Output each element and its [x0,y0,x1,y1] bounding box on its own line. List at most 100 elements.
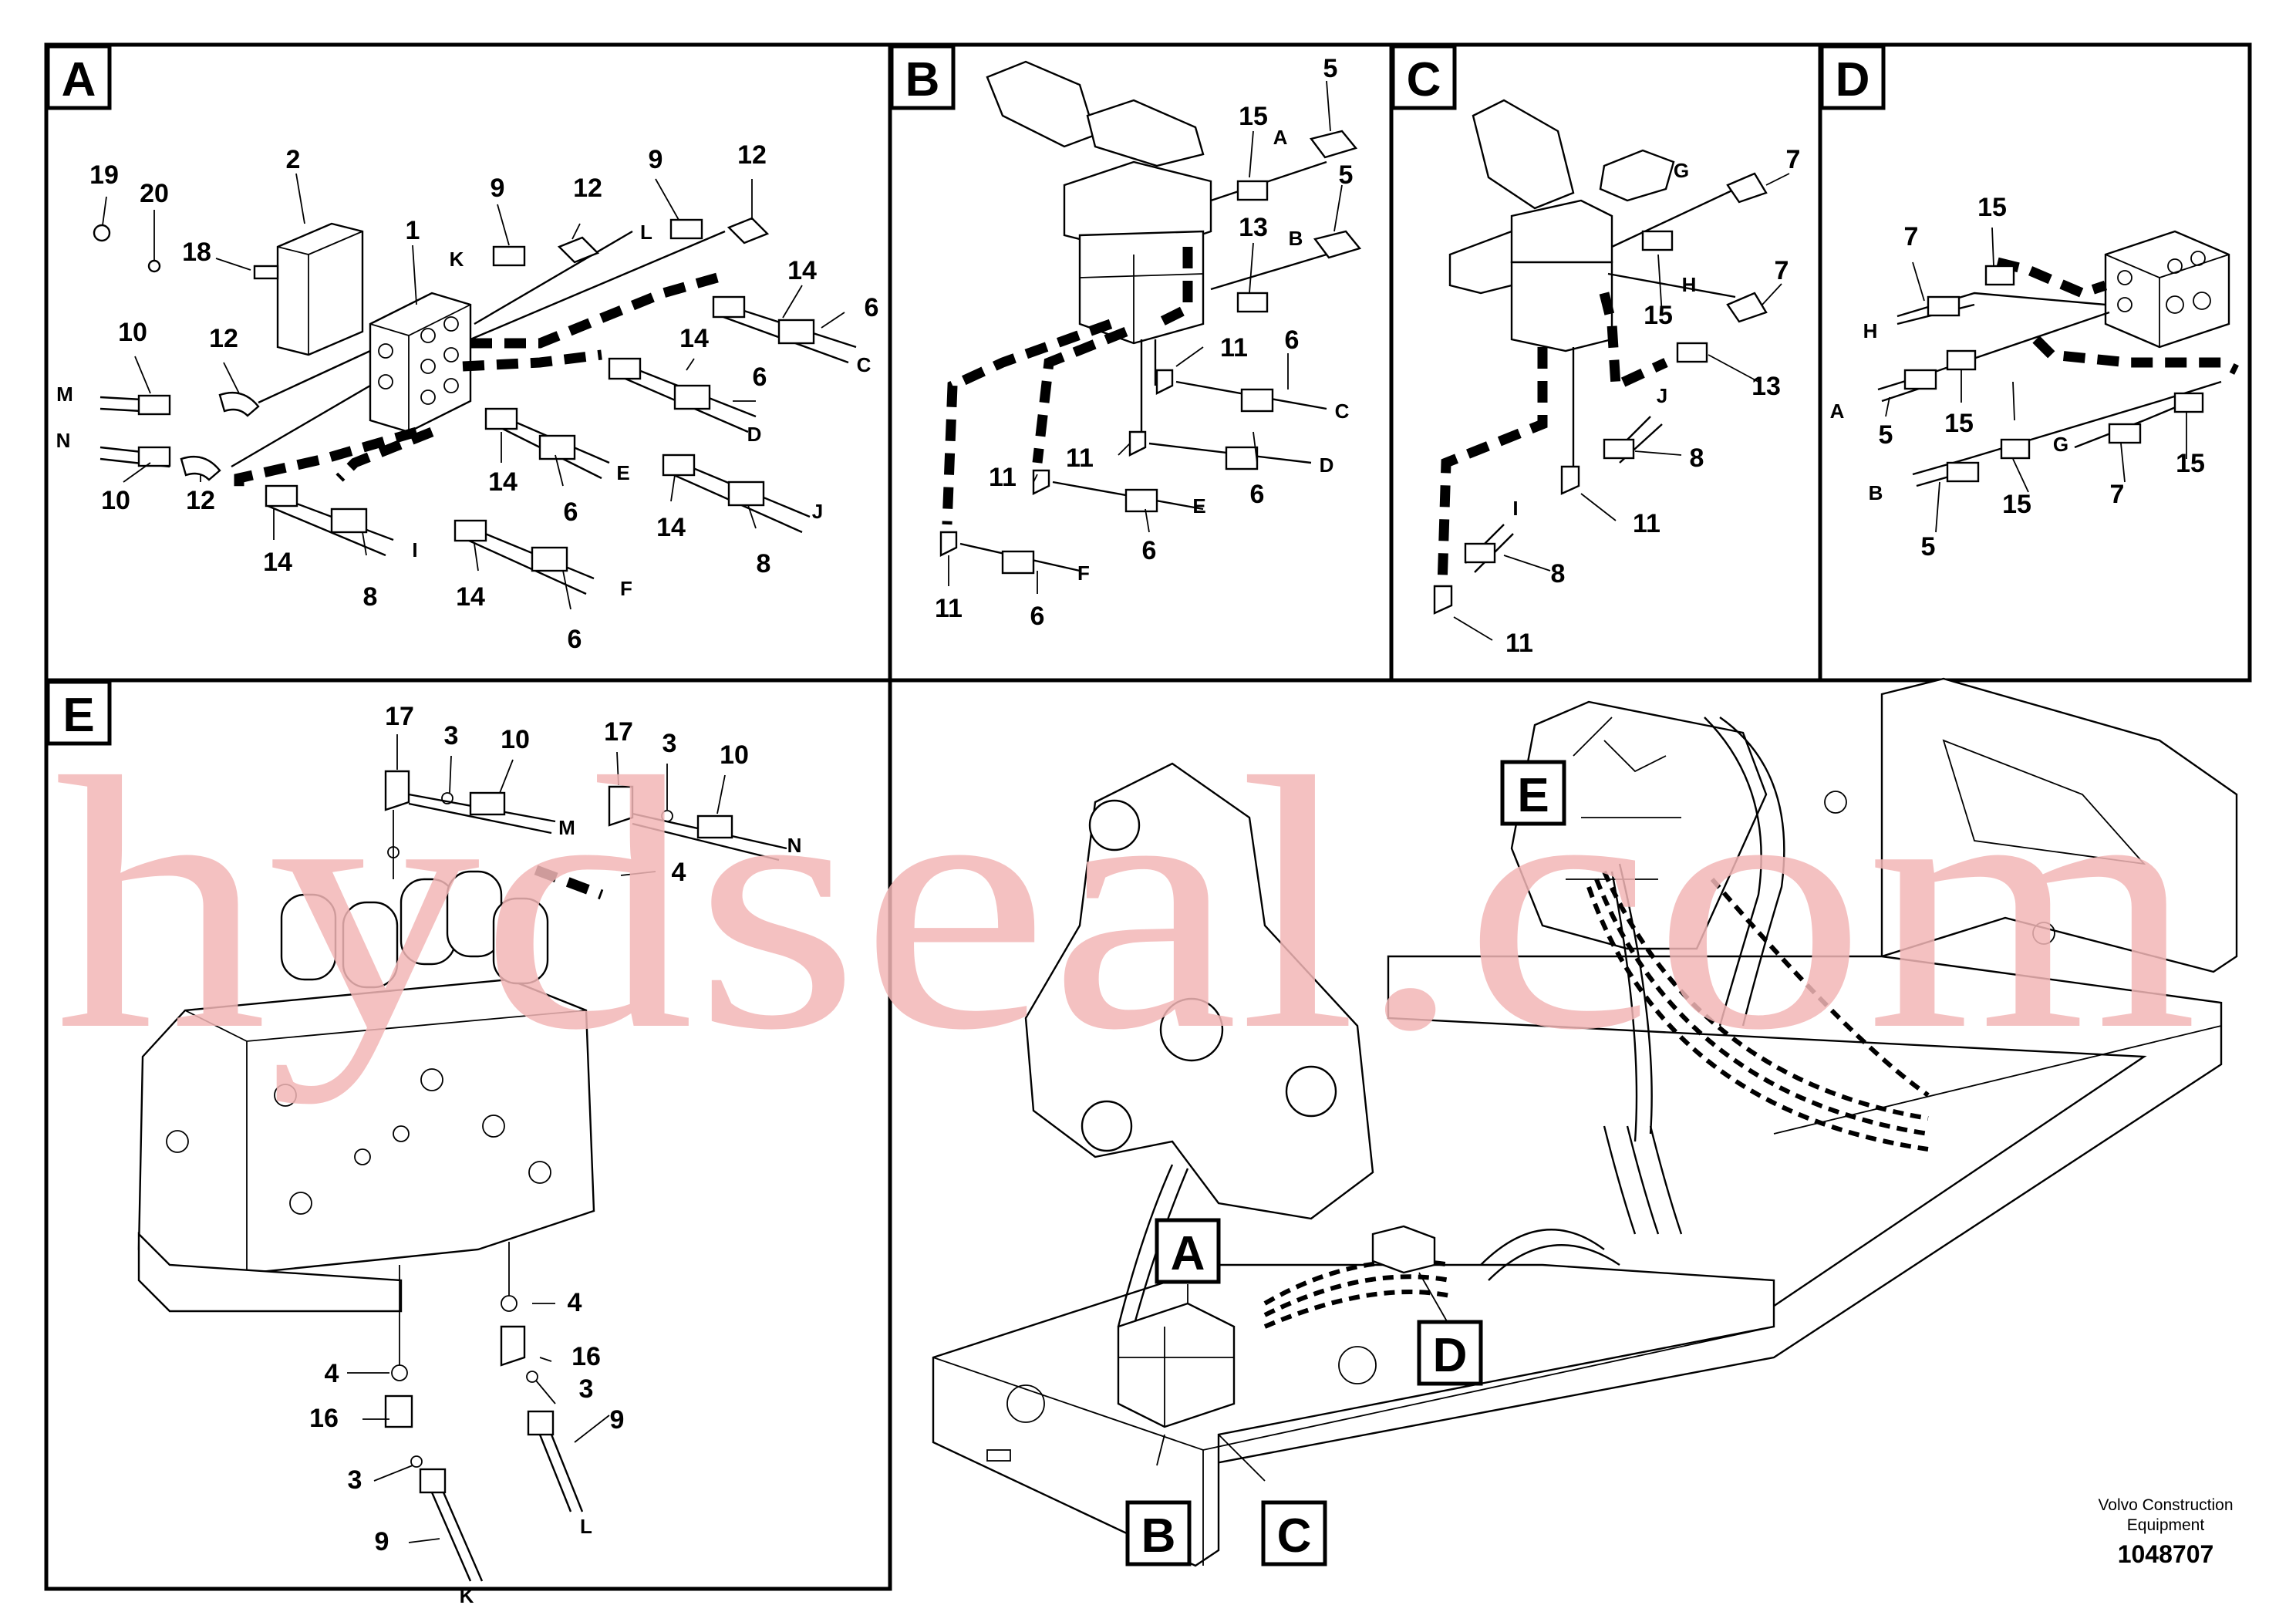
hose-letter-f: F [1077,561,1090,585]
hose-letter-m: M [558,816,575,839]
fitting-6-f [1001,550,1035,575]
fitting-11-i [1433,585,1453,615]
section-label-b: B [905,53,940,106]
fitting-6-j [727,481,765,507]
callout-6: 6 [1285,325,1300,355]
fitting-11-j [1560,465,1580,495]
callout-13: 13 [1239,213,1268,242]
fitting-7-g [2108,423,2142,444]
fitting-14-c [712,295,746,319]
rear-frame [1880,677,2238,973]
fitting-16-k [384,1394,413,1428]
callout-6: 6 [1250,480,1265,509]
panel-e: 17 3 10 17 3 10 4 4 4 16 16 3 3 9 9 M N … [137,702,801,1607]
hose-letter-e: E [616,461,629,484]
fitting-6-c [777,319,815,345]
callout-15: 15 [1644,301,1673,330]
callout-4: 4 [672,858,686,887]
fitting-6-c [1240,388,1274,413]
fitting-6-i [330,508,368,534]
fitting-7-g [1726,172,1768,204]
solenoid [280,893,337,981]
panel-frames [44,42,2252,1591]
callout-14: 14 [456,582,485,612]
callout-5: 5 [1921,532,1936,561]
callout-8: 8 [1690,443,1704,473]
fitting-11-e [1032,469,1050,495]
callout-11: 11 [935,594,963,623]
callout-15: 15 [1977,193,2007,222]
callout-12: 12 [737,140,767,170]
callout-3: 3 [348,1465,362,1495]
callout-14: 14 [787,256,817,285]
solenoid [342,901,399,989]
overview-tag-d: D [1433,1329,1468,1382]
distribution-block-overview [1371,1225,1436,1274]
panel-d: 7 15 5 15 5 15 7 15 H A B G [1830,193,2239,561]
fitting-9-l [527,1410,555,1436]
overview-tag-b: B [1141,1509,1176,1563]
callout-15: 15 [2002,490,2031,519]
bracket [276,222,364,356]
section-label-e: E [62,689,94,742]
panel-a: 19 20 18 2 1 9 12 9 12 14 6 10 12 14 6 1… [56,140,879,654]
callout-11: 11 [1220,333,1248,363]
callout-8: 8 [1551,559,1566,588]
callout-15: 15 [1944,409,1974,438]
callout-11: 11 [1633,509,1660,538]
fitting-8-j [1603,438,1635,460]
washer-20 [147,259,161,273]
fitting-11-f [939,531,958,557]
manifold-block [369,292,472,433]
section-label-d: D [1836,53,1870,106]
callout-9: 9 [375,1527,389,1556]
pedal-assembly-overview [1117,1302,1236,1428]
callout-14: 14 [488,467,518,497]
callout-7: 7 [1775,256,1789,285]
bolt-19 [93,224,111,242]
callout-2: 2 [286,145,301,174]
fitting-15-a [1946,349,1977,371]
callout-7: 7 [1786,145,1801,174]
solenoid [492,897,549,985]
callout-1: 1 [406,216,420,245]
callout-4: 4 [568,1288,582,1317]
callout-9: 9 [649,145,663,174]
hose-letter-d: D [747,423,762,446]
callout-5: 5 [1323,54,1338,83]
fitting-11-c [1155,369,1174,395]
callout-7: 7 [2110,480,2125,509]
hose-letter-i: I [1512,497,1518,520]
fitting-10-m [469,791,506,816]
section-label-a: A [62,53,96,106]
fitting-15 [1641,230,1674,251]
callout-6: 6 [1142,536,1157,565]
callout-15: 15 [2176,449,2205,478]
pedal [986,60,1097,148]
hose-letter-j: J [812,500,823,523]
fitting-6-e [538,434,576,460]
callout-10: 10 [118,318,147,347]
fitting-17-n [608,785,634,827]
fitting-5-b [1946,461,1980,483]
callout-6: 6 [865,293,879,322]
callout-17: 17 [385,702,414,731]
fitting-6-f [531,546,568,572]
hose-letter-c: C [1335,400,1350,423]
callout-8: 8 [363,582,378,612]
brand-line-1: Volvo Construction [2098,1496,2233,1514]
callout-6: 6 [564,497,578,527]
hose-letter-l: L [580,1515,592,1538]
callout-9: 9 [610,1405,625,1435]
fitting-10-m [137,394,171,416]
hose-letter-a: A [1830,400,1845,423]
callout-20: 20 [140,179,169,208]
callout-5: 5 [1879,420,1893,450]
distribution-block [2104,230,2230,349]
callout-11: 11 [1066,443,1094,473]
hose-letter-j: J [1657,384,1667,407]
callout-12: 12 [573,174,602,203]
pedal [1472,99,1575,210]
elbow-12-m [218,391,260,417]
fitting-15-g [2173,392,2204,413]
